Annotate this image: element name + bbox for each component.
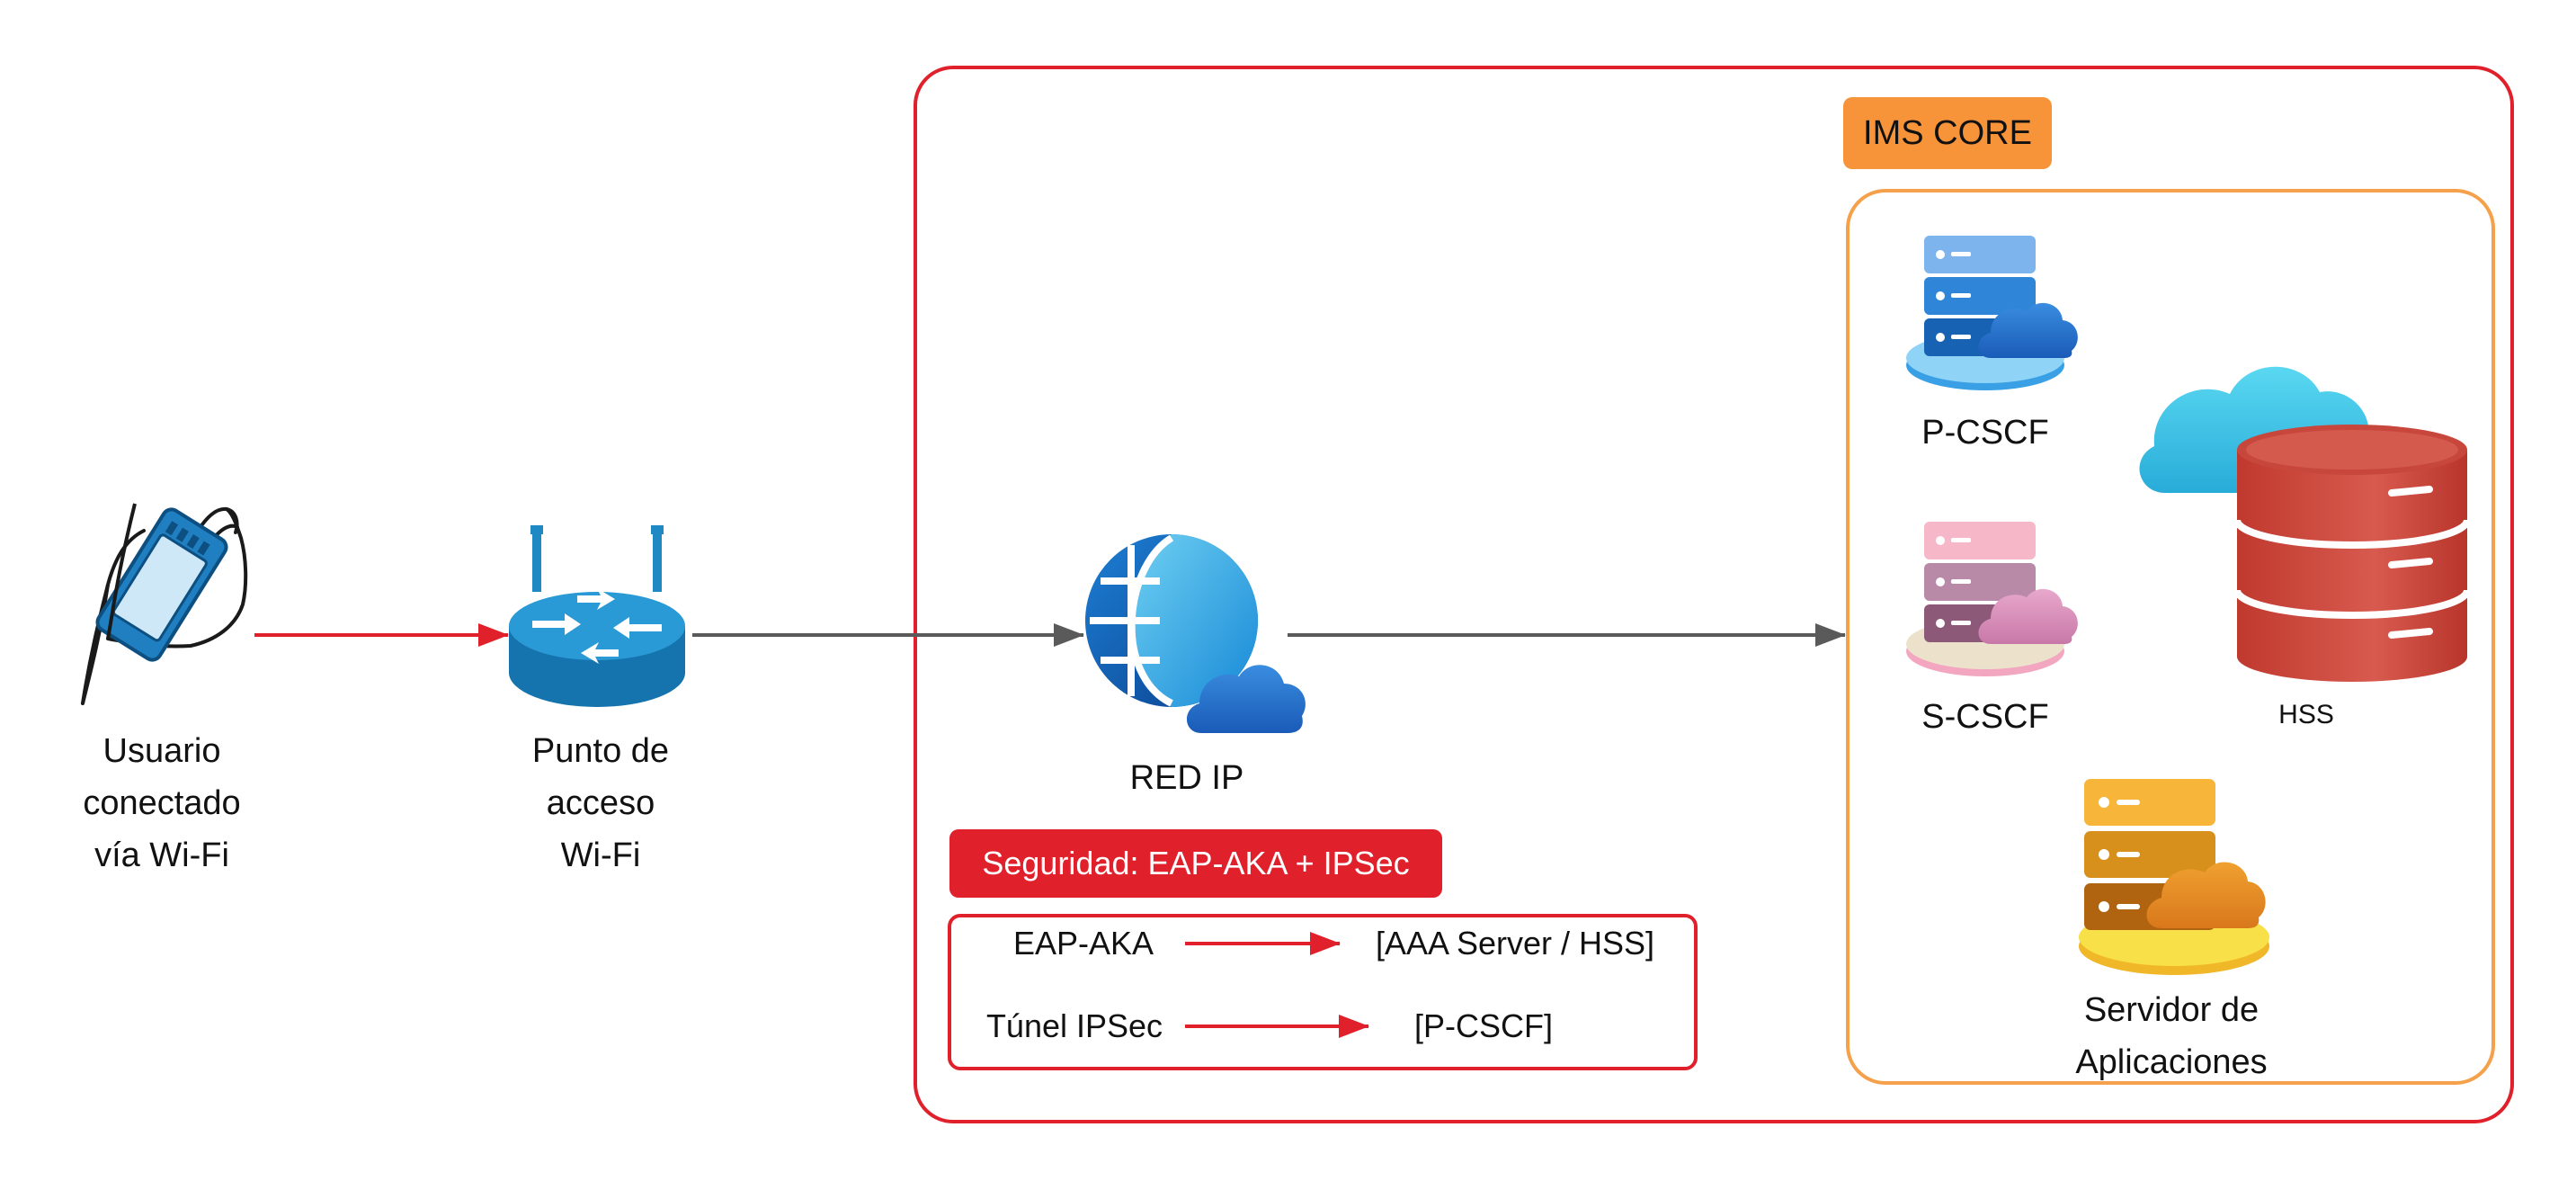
access-point-label-line-3: Wi-Fi (560, 837, 641, 874)
security-row-1-to: [AAA Server / HSS] (1375, 925, 1655, 962)
user-label-line-2: conectado (83, 784, 241, 822)
security-badge: Seguridad: EAP-AKA + IPSec (949, 829, 1442, 898)
ip-network-label: RED IP (1129, 759, 1244, 797)
security-row-2-to: [P-CSCF] (1413, 1007, 1553, 1044)
app-server-label: Servidor de Aplicaciones (2023, 984, 2320, 1088)
wifi-router-icon (509, 525, 685, 707)
user-label-line-1: Usuario (103, 732, 221, 770)
ims-core-container (1846, 189, 2495, 1085)
app-server-label-line-1: Servidor de (2083, 991, 2260, 1029)
app-server-label-line-2: Aplicaciones (2075, 1043, 2268, 1081)
orange-server-cloud-icon (2079, 779, 2269, 975)
user-label: Usuario conectado vía Wi-Fi (54, 725, 270, 881)
pink-server-cloud-icon (1906, 522, 2078, 676)
access-point-label: Punto de acceso Wi-Fi (493, 725, 709, 881)
pcscf-label: P-CSCF (1921, 414, 2049, 452)
database-cloud-icon (2139, 366, 2471, 682)
scscf-label: S-CSCF (1921, 698, 2049, 736)
ims-core-badge: IMS CORE (1843, 97, 2052, 169)
phone-in-hand-icon (81, 503, 248, 705)
security-detail-box (948, 914, 1698, 1070)
blue-server-cloud-icon (1906, 236, 2078, 390)
access-point-label-line-2: acceso (546, 784, 655, 822)
ip-network-container (914, 66, 2514, 1123)
hss-label: HSS (2278, 700, 2334, 729)
security-row-1-from: EAP-AKA (1012, 925, 1154, 962)
access-point-label-line-1: Punto de (531, 732, 670, 770)
globe-cloud-icon (1085, 534, 1306, 733)
user-label-line-3: vía Wi-Fi (94, 837, 229, 874)
security-row-2-from: Túnel IPSec (985, 1007, 1163, 1044)
